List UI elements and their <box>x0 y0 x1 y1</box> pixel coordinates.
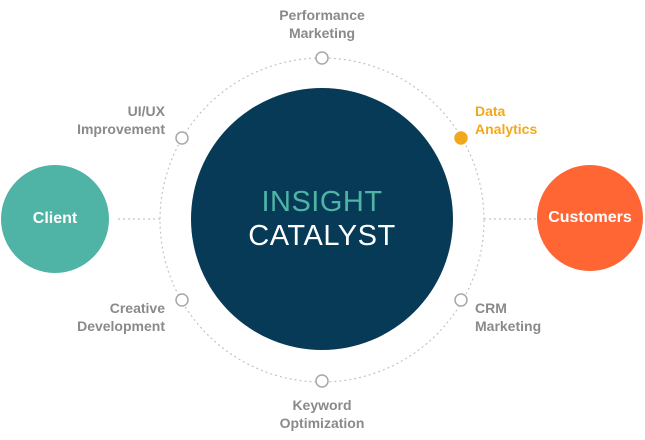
orbit-ring <box>159 57 485 383</box>
core-circle: INSIGHT CATALYST <box>191 88 453 350</box>
crm-marketing-line2: Marketing <box>475 318 542 334</box>
node-dot-keyword-optimization[interactable] <box>315 374 329 388</box>
performance-marketing-line1: Performance <box>279 7 365 23</box>
service-label-ui-ux-improvement[interactable]: UI/UX Improvement <box>40 102 165 138</box>
client-node[interactable]: Client <box>1 165 109 273</box>
crm-marketing-line1: CRM <box>475 300 507 316</box>
node-dot-creative-development[interactable] <box>175 293 189 307</box>
ui-ux-improvement-line1: UI/UX <box>127 103 165 119</box>
node-dot-crm-marketing[interactable] <box>454 293 468 307</box>
service-label-data-analytics[interactable]: Data Analytics <box>475 102 595 138</box>
creative-development-line2: Development <box>77 318 165 334</box>
node-dot-data-analytics[interactable] <box>454 131 468 145</box>
client-label: Client <box>32 210 78 227</box>
data-analytics-line1: Data <box>475 103 506 119</box>
service-label-performance-marketing[interactable]: Performance Marketing <box>262 6 382 42</box>
core-title-line1: INSIGHT <box>261 186 383 218</box>
keyword-optimization-line2: Optimization <box>279 415 365 431</box>
node-dot-ui-ux-improvement[interactable] <box>175 131 189 145</box>
data-analytics-line2: Analytics <box>475 121 538 137</box>
performance-marketing-line2: Marketing <box>288 25 356 41</box>
service-label-keyword-optimization[interactable]: Keyword Optimization <box>252 396 392 432</box>
ui-ux-improvement-line2: Improvement <box>77 121 165 137</box>
node-dot-performance-marketing[interactable] <box>315 51 329 65</box>
customers-node[interactable]: Customers <box>537 165 643 271</box>
service-label-crm-marketing[interactable]: CRM Marketing <box>475 299 595 335</box>
customers-label: Customers <box>548 209 632 226</box>
keyword-optimization-line1: Keyword <box>292 397 352 413</box>
service-label-creative-development[interactable]: Creative Development <box>40 299 165 335</box>
core-title-line2: CATALYST <box>248 220 396 252</box>
creative-development-line1: Creative <box>109 300 165 316</box>
